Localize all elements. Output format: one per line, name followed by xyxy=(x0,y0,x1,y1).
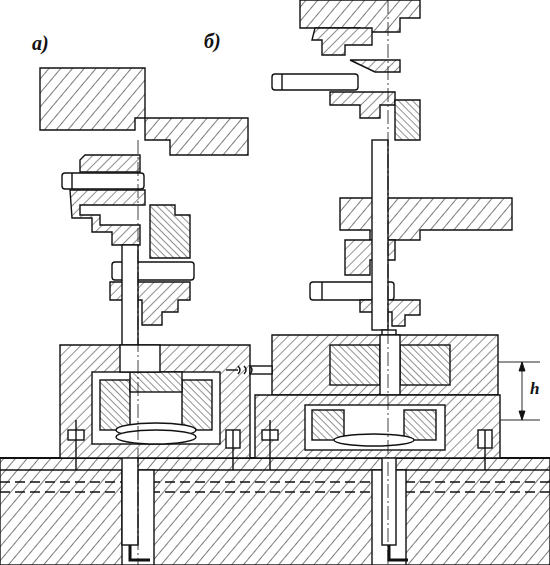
view-label: б) xyxy=(202,30,223,52)
dimension-label: h xyxy=(528,380,541,399)
view-b xyxy=(226,0,512,560)
view-label: а) xyxy=(30,32,51,54)
view-a xyxy=(40,68,250,560)
center-line xyxy=(138,0,388,565)
base-plate xyxy=(0,458,550,565)
